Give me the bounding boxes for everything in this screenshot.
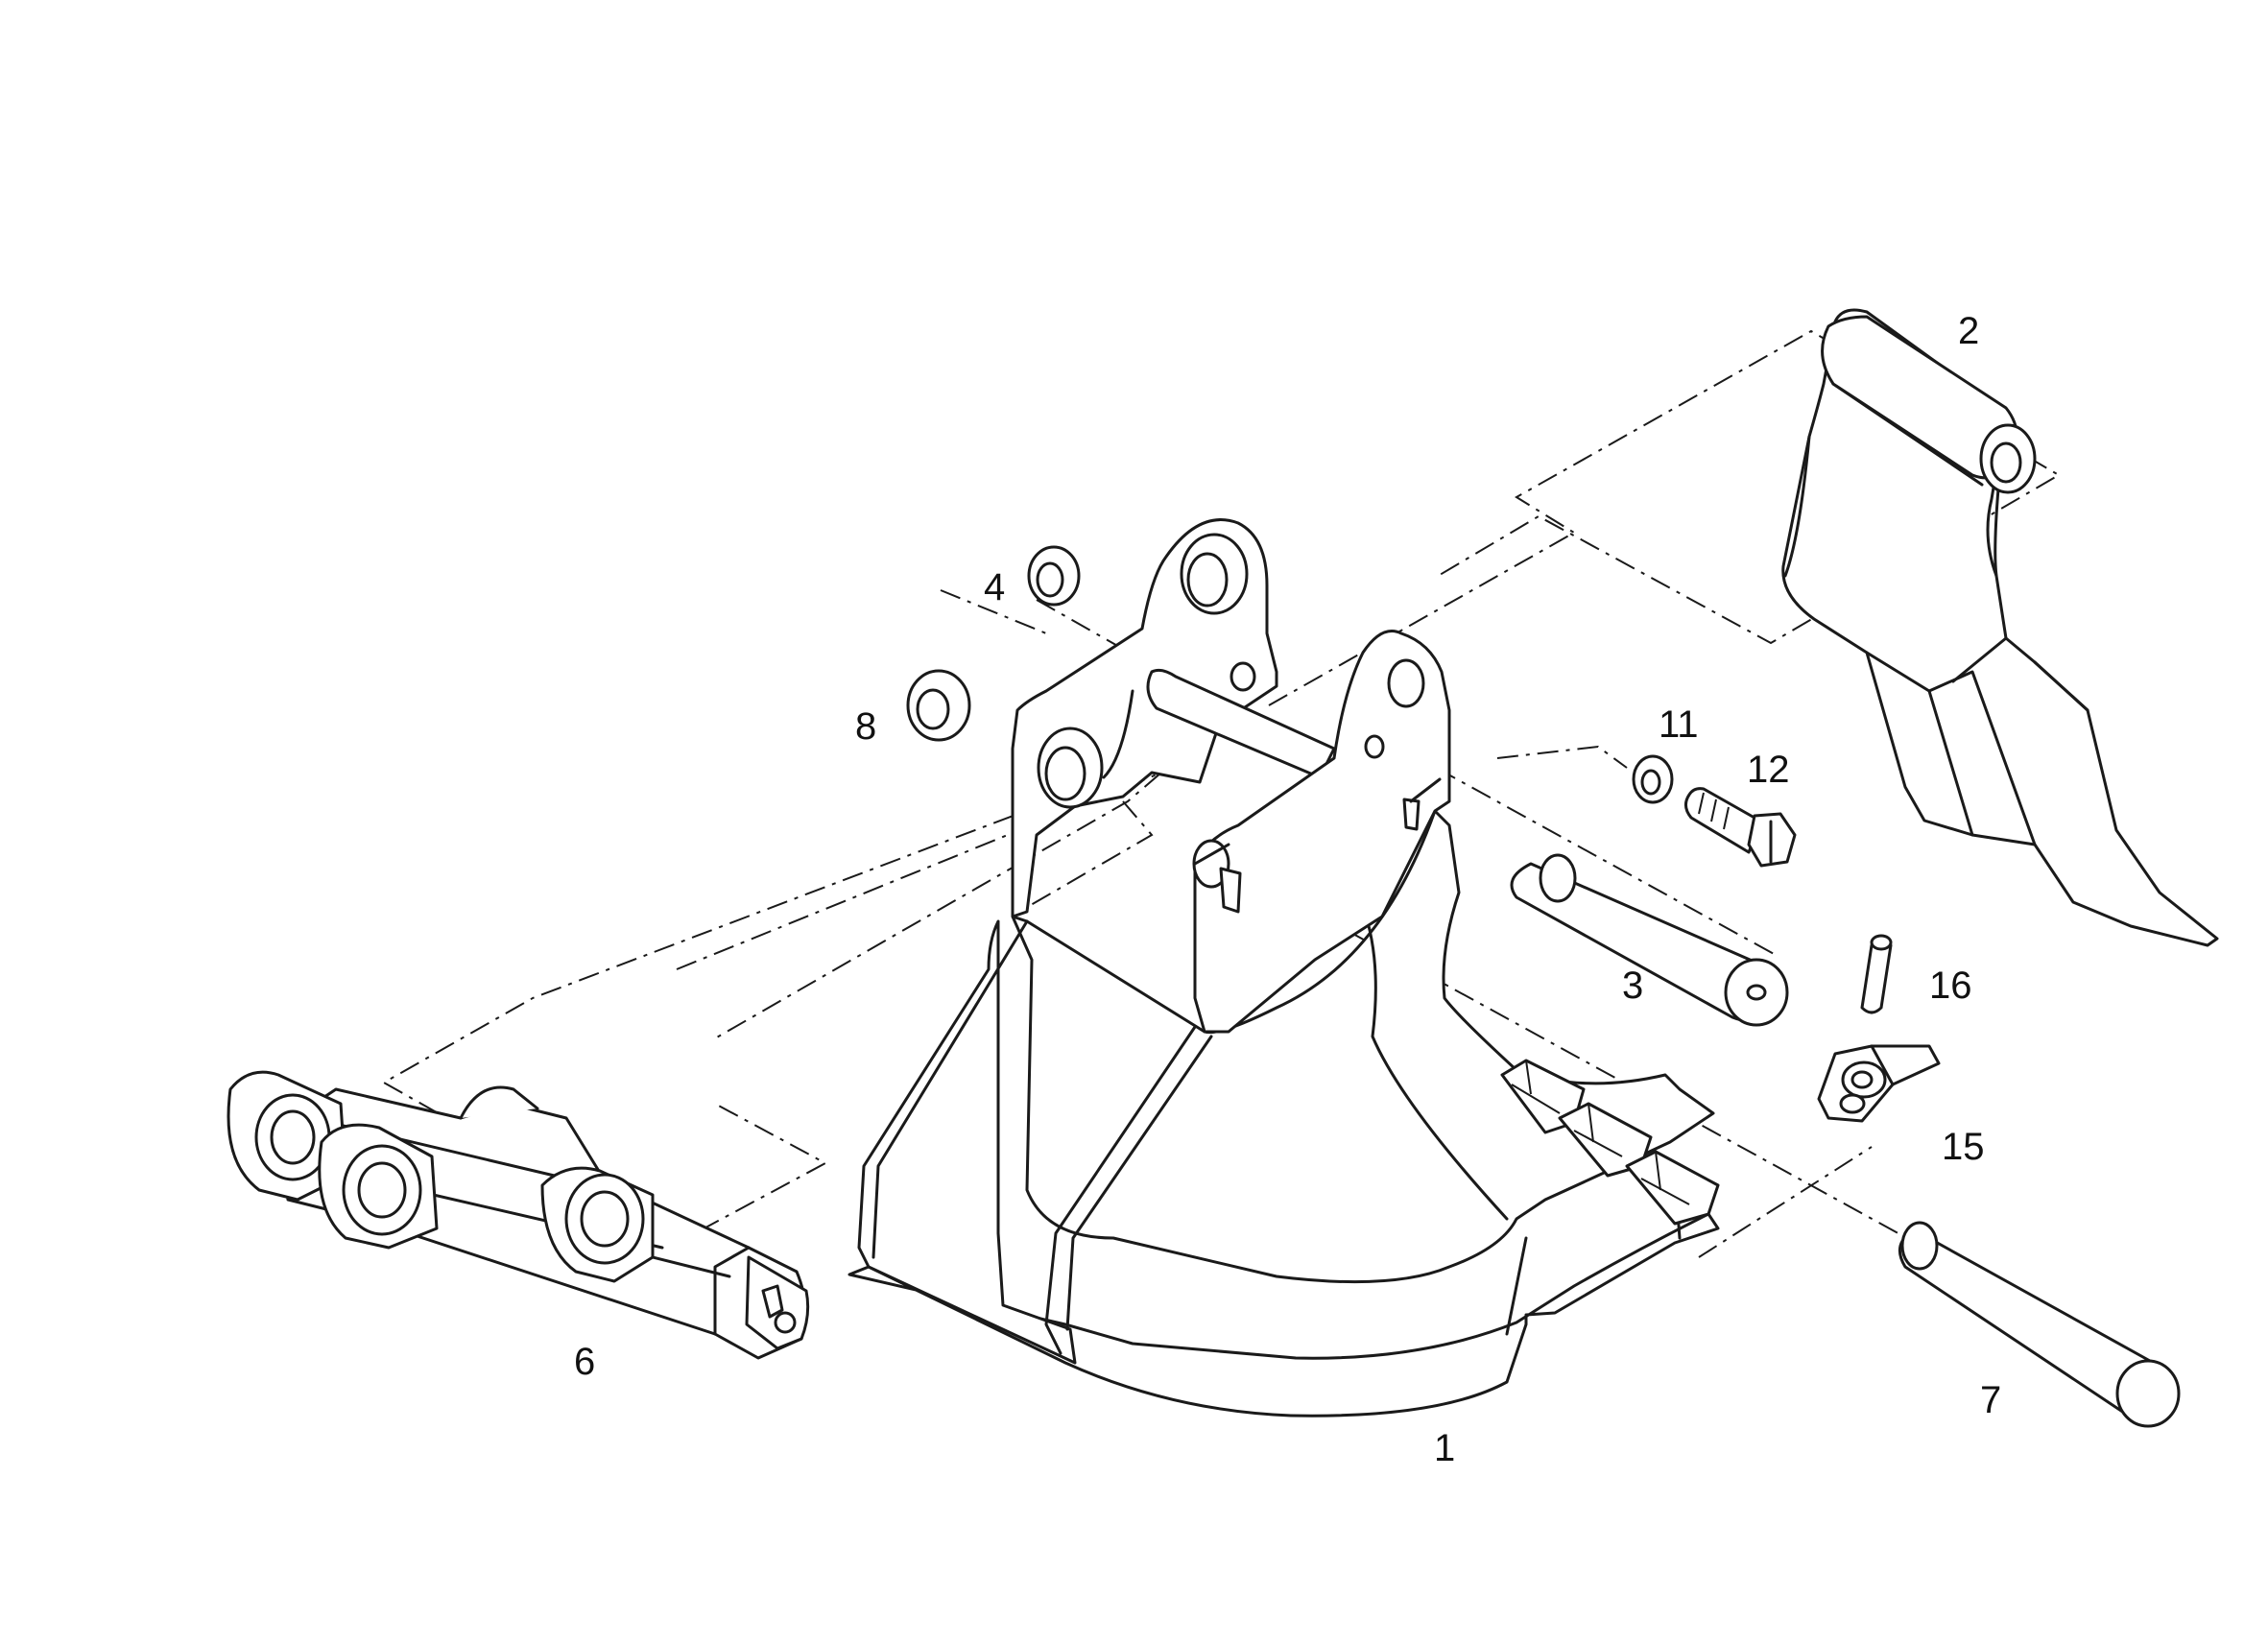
bucket: [848, 518, 1720, 1418]
bolt: [1684, 787, 1797, 868]
callout-16: 16: [1929, 965, 1972, 1007]
tooth-pin: [1860, 934, 1893, 1014]
svg-text:1: 1: [1434, 1427, 1455, 1469]
callout-7: 7: [1980, 1379, 2001, 1421]
svg-text:15: 15: [1942, 1126, 1985, 1168]
callout-8: 8: [855, 705, 876, 748]
callout-15: 15: [1942, 1126, 1985, 1168]
washer-bolt: [1632, 754, 1674, 804]
svg-text:16: 16: [1929, 965, 1972, 1007]
svg-text:12: 12: [1747, 749, 1790, 791]
hook: [1781, 308, 2219, 947]
svg-text:2: 2: [1958, 310, 1979, 352]
pin-lower: [1898, 1221, 2181, 1428]
callout-4: 4: [984, 566, 1005, 608]
link: [227, 1070, 810, 1360]
svg-text:4: 4: [984, 566, 1005, 608]
washer-upper: [1027, 545, 1081, 607]
svg-text:8: 8: [855, 705, 876, 748]
callout-12: 12: [1747, 749, 1790, 791]
callout-11: 11: [1659, 703, 1699, 746]
svg-text:3: 3: [1622, 965, 1643, 1007]
svg-text:11: 11: [1659, 703, 1699, 746]
callout-2: 2: [1958, 310, 1979, 352]
callout-3: 3: [1622, 965, 1643, 1007]
washer-lower: [906, 669, 971, 742]
tooth: [1817, 1044, 1941, 1123]
svg-text:6: 6: [574, 1341, 595, 1383]
callout-6: 6: [574, 1341, 595, 1383]
callout-1: 1: [1434, 1427, 1455, 1469]
svg-text:7: 7: [1980, 1379, 2001, 1421]
pin-upper: [1510, 853, 1789, 1027]
